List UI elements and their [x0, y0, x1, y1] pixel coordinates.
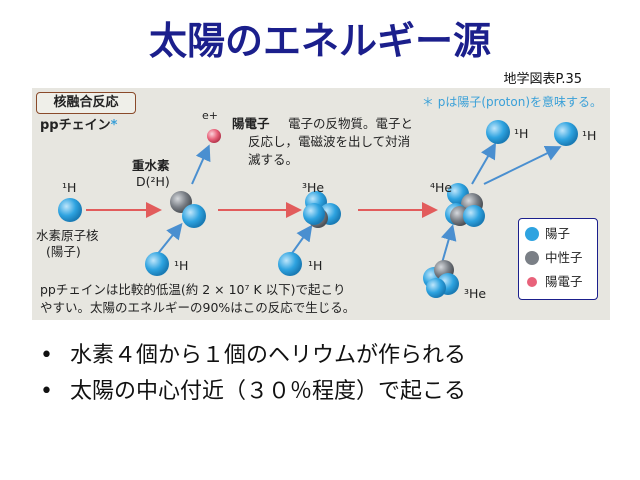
proton-note: ＊ pは陽子(proton)を意味する。: [421, 95, 602, 109]
positron-desc-2: 反応し，電磁波を出して対消: [248, 134, 411, 149]
arrow-he4-to-h-a: [471, 142, 497, 185]
h1-label-start: ¹H: [62, 180, 77, 195]
legend-positron-swatch: [527, 277, 537, 287]
pp-chain-star: *: [110, 118, 118, 133]
legend-proton-swatch: [525, 227, 539, 241]
he3-label-main: ³He: [302, 180, 325, 195]
positron-particle: [207, 129, 221, 143]
hydrogen-nucleus-label-1: 水素原子核: [36, 228, 99, 243]
legend-item-neutron: 中性子: [525, 249, 595, 269]
bullet-item: 水素４個から１個のヘリウムが作られる: [40, 338, 466, 374]
legend-neutron-label: 中性子: [545, 250, 583, 265]
positron-desc-3: 滅する。: [248, 152, 299, 167]
legend: 陽子 中性子 陽電子: [518, 218, 598, 300]
legend-item-positron: 陽電子: [525, 273, 595, 293]
proton-he4-c: [463, 205, 485, 227]
bullet-item: 太陽の中心付近（３０％程度）で起こる: [40, 374, 466, 410]
hydrogen-nucleus-label-2: (陽子): [46, 244, 81, 259]
diagram-graphics: [58, 120, 578, 298]
legend-positron-label: 陽電子: [545, 274, 583, 289]
positron-symbol: e+: [202, 109, 218, 122]
slide-title: 太陽のエネルギー源: [148, 19, 491, 63]
bullet-list: 水素４個から１個のヘリウムが作られる 太陽の中心付近（３０％程度）で起こる: [40, 338, 466, 410]
proton-he3-c: [303, 203, 325, 225]
arrow-he4-to-h-b: [483, 146, 562, 185]
arrow-positron: [191, 144, 211, 185]
proton-h1-released-a: [486, 120, 510, 144]
caption-line-1: ppチェインは比較的低温(約 2 × 10⁷ K 以下)で起こり: [40, 282, 346, 297]
positron-desc-1: 電子の反物質。電子と: [288, 116, 414, 131]
proton-he3-input-c: [426, 278, 446, 298]
caption-line-2: やすい。太陽のエネルギーの90%はこの反応で生じる。: [40, 300, 356, 315]
he3-label-input: ³He: [464, 286, 487, 301]
h1-label-input-2: ¹H: [308, 258, 323, 273]
h1-label-input-1: ¹H: [174, 258, 189, 273]
pp-chain-text: ppチェイン: [40, 118, 111, 133]
source-reference: 地学図表P.35: [503, 72, 583, 87]
arrow-h-into-he3: [289, 224, 313, 257]
h1-label-released-a: ¹H: [514, 126, 529, 141]
proton-h1-start: [58, 198, 82, 222]
legend-item-proton: 陽子: [525, 225, 595, 245]
reaction-box-label: 核融合反応: [36, 92, 136, 114]
legend-proton-label: 陽子: [545, 226, 571, 241]
positron-title: 陽電子: [232, 116, 270, 131]
deuterium-label-2: D(²H): [136, 174, 170, 189]
proton-h1-input-2: [278, 252, 302, 276]
arrow-h-into-d: [155, 222, 183, 257]
h1-label-released-b: ¹H: [582, 128, 597, 143]
proton-h1-input-1: [145, 252, 169, 276]
diagram-panel: 核融合反応 ppチェイン* ＊ pは陽子(proton)を意味する。 e+ 陽電…: [32, 88, 610, 320]
proton-h1-released-b: [554, 122, 578, 146]
legend-neutron-swatch: [525, 251, 539, 265]
proton-deuterium: [182, 204, 206, 228]
he4-label: ⁴He: [430, 180, 453, 195]
deuterium-label-1: 重水素: [132, 158, 170, 173]
pp-chain-label: ppチェイン*: [40, 118, 117, 134]
